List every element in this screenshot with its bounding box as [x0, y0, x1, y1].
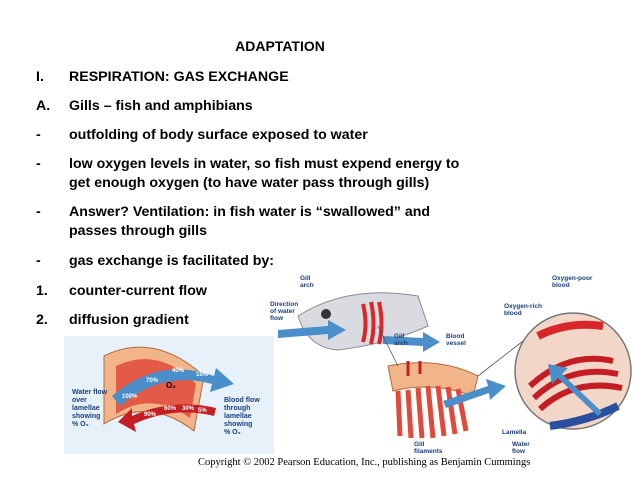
lamella-water-arrow [548, 364, 602, 416]
blood-label-line-2: through [224, 405, 250, 412]
outline-marker: - [36, 204, 41, 220]
water-value-3: 40% [172, 368, 185, 374]
outline-text: gas exchange is facilitated by: [69, 253, 275, 269]
outline-text: diffusion gradient [69, 312, 189, 328]
label-gill-arch-1: Gill [300, 275, 311, 282]
outline-text: Answer? Ventilation: in fish water is “s… [69, 204, 431, 220]
lamella-detail-circle [514, 312, 632, 430]
label-direction-3: flow [270, 315, 284, 322]
outline-text: counter-current flow [69, 283, 207, 299]
label-oxygen-poor-2: blood [552, 282, 570, 289]
label-direction-2: of water [270, 308, 295, 315]
water-flow-arrow [112, 368, 234, 406]
outline-text: Gills – fish and amphibians [69, 98, 253, 114]
water-flow-label: Water flow over lamellae showing % O₂ [72, 389, 108, 428]
outline-marker: I. [36, 69, 44, 85]
blood-label-line-3: lamellae [224, 413, 252, 420]
blood-label-line-4: showing [224, 421, 252, 428]
slide-title: ADAPTATION [235, 38, 325, 54]
fish-eye [321, 309, 331, 319]
water-label-line-2: over [72, 397, 87, 404]
label-water-flow-2: flow [512, 448, 526, 455]
blood-value-4: 5% [198, 408, 207, 414]
outline-text: low oxygen levels in water, so fish must… [69, 156, 460, 172]
blood-flow-arrow [118, 404, 216, 432]
zoom-line-1 [377, 325, 399, 367]
blood-flow-label: Blood flow through lamellae showing % O₂ [224, 397, 260, 436]
label-gill-arch2-1: Gill [394, 333, 405, 340]
label-oxygen-rich-1: Oxygen-rich [504, 303, 542, 310]
label-gill-arch-2: arch [300, 282, 314, 289]
water-exit-arrow [383, 332, 440, 352]
label-direction-1: Direction [270, 301, 298, 308]
blood-label-line-5: % O₂ [224, 429, 241, 436]
water-label-line-4: showing [72, 413, 100, 420]
water-label-line-5: % O₂ [72, 421, 89, 428]
blood-value-3: 30% [182, 406, 195, 412]
lamellae-stack [527, 355, 623, 412]
detail-water-arrow [443, 379, 506, 408]
outline-marker: 1. [36, 283, 48, 299]
label-gill-filaments-2: filaments [414, 448, 443, 455]
label-blood-vessel-1: Blood [446, 333, 464, 340]
label-oxygen-rich-2: blood [504, 310, 522, 317]
label-lamella: Lamella [502, 429, 527, 436]
outline-marker: A. [36, 98, 51, 114]
outline-marker: 2. [36, 312, 48, 328]
label-gill-filaments-1: Gill [414, 441, 425, 448]
outline-text: passes through gills [69, 223, 207, 239]
gill-arch-body [387, 362, 479, 397]
water-value-1: 100% [122, 394, 138, 400]
label-oxygen-poor-1: Oxygen-poor [552, 275, 593, 282]
water-label-line-3: lamellae [72, 405, 100, 412]
outline-marker: - [36, 127, 41, 143]
blood-label-line-1: Blood flow [224, 397, 260, 404]
figure-labels: Gill arch Direction of water flow Gill a… [270, 275, 593, 455]
water-label-line-1: Water flow [72, 389, 108, 396]
outline-marker: - [36, 156, 41, 172]
outline-text: outfolding of body surface exposed to wa… [69, 127, 368, 143]
label-water-flow-1: Water [512, 441, 530, 448]
label-gill-arch2-2: arch [394, 340, 408, 347]
blood-value-2: 60% [164, 406, 177, 412]
fish-gill-slits [361, 301, 384, 345]
zoom-line-2 [477, 340, 524, 377]
water-value-4: 15% [196, 372, 209, 378]
outline-text: RESPIRATION: GAS EXCHANGE [69, 69, 289, 85]
o2-label: O₂ [166, 381, 176, 390]
gill-arch-detail [387, 361, 479, 439]
label-blood-vessel-2: vessel [446, 340, 466, 347]
countercurrent-figure: O₂ 100% 70% 40% 15% 90% 60% 30% 5% Water… [64, 336, 274, 454]
blood-value-1: 90% [144, 412, 157, 418]
water-direction-arrow [278, 320, 346, 340]
copyright-footer: Copyright © 2002 Pearson Education, Inc.… [198, 457, 531, 468]
oxygen-rich-vessel [536, 320, 604, 340]
blood-vessel-arrows [406, 361, 422, 376]
oxygen-poor-vessel [549, 402, 620, 430]
fish-gill-figure: Gill arch Direction of water flow Gill a… [270, 275, 632, 455]
water-value-2: 70% [146, 378, 159, 384]
outline-marker: - [36, 253, 41, 269]
outline-text: get enough oxygen (to have water pass th… [69, 175, 430, 191]
gill-filaments [395, 385, 469, 439]
